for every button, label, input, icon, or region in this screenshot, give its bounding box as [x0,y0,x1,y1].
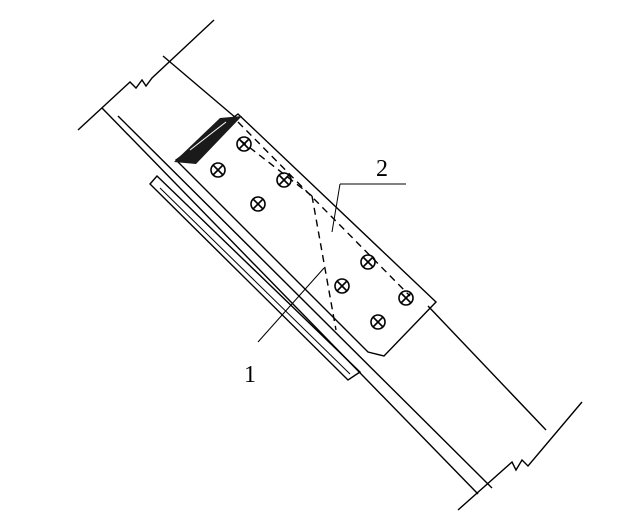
bolt-icon [210,162,226,178]
label-part-2: 2 [376,156,388,182]
hidden-plate-outline-left [311,195,337,331]
bolt-icon [250,196,266,212]
flange-inner-line [159,187,351,375]
bolt-icon [236,136,252,152]
bolt-icon [334,278,350,294]
member-edge-right [427,305,547,431]
leader-line-2 [331,183,341,233]
bolt-icon [360,254,376,270]
bolt-icon [276,172,292,188]
upper-break-line [77,19,215,131]
hidden-plate-outline-diagonal [239,139,313,197]
label-part-1: 1 [244,362,256,388]
bolt-group [210,136,414,330]
member-edge-upper-left [162,55,237,119]
member-edge-inner [117,115,493,489]
weld-block-highlight [189,121,227,151]
weld-block [174,116,242,164]
leader-line-1 [257,267,325,343]
lower-break-line [457,401,583,511]
bolt-icon [370,314,386,330]
hidden-plate-outline [237,121,411,297]
bolt-icon [398,290,414,306]
member-edge-top [101,107,479,495]
